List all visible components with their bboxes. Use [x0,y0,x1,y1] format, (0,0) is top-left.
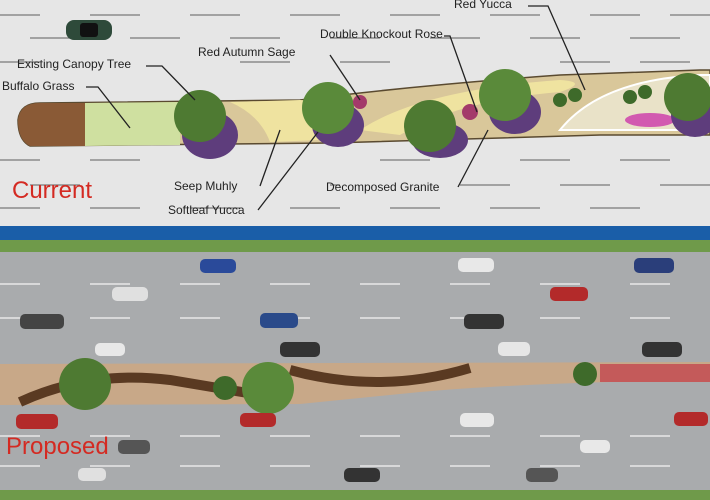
label-softleaf-yucca: Softleaf Yucca [168,203,245,217]
label-existing-canopy-tree: Existing Canopy Tree [17,57,131,71]
cars [16,258,708,482]
red-pavers [600,364,710,382]
current-plan: Red Yucca Double Knockout Rose Red Autum… [0,0,710,226]
buffalo-grass-area [85,102,180,146]
section-divider [0,226,710,240]
trees-proposed [59,358,597,414]
car [66,20,112,40]
label-double-knockout-rose: Double Knockout Rose [320,27,443,41]
red-yucca-bed [625,113,675,127]
proposed-plan: Proposed [0,240,710,500]
seep-muhly-area [230,100,323,142]
label-decomposed-granite: Decomposed Granite [326,180,440,194]
lane-markings [0,14,710,209]
leader-lines [86,5,586,211]
label-buffalo-grass: Buffalo Grass [2,79,74,93]
label-red-autumn-sage: Red Autumn Sage [198,45,296,59]
proposed-title: Proposed [6,433,109,460]
label-red-yucca: Red Yucca [454,0,512,11]
trees-current [174,69,710,159]
mulch-tip [18,103,85,146]
current-title: Current [12,177,92,204]
label-seep-muhly: Seep Muhly [174,179,237,193]
